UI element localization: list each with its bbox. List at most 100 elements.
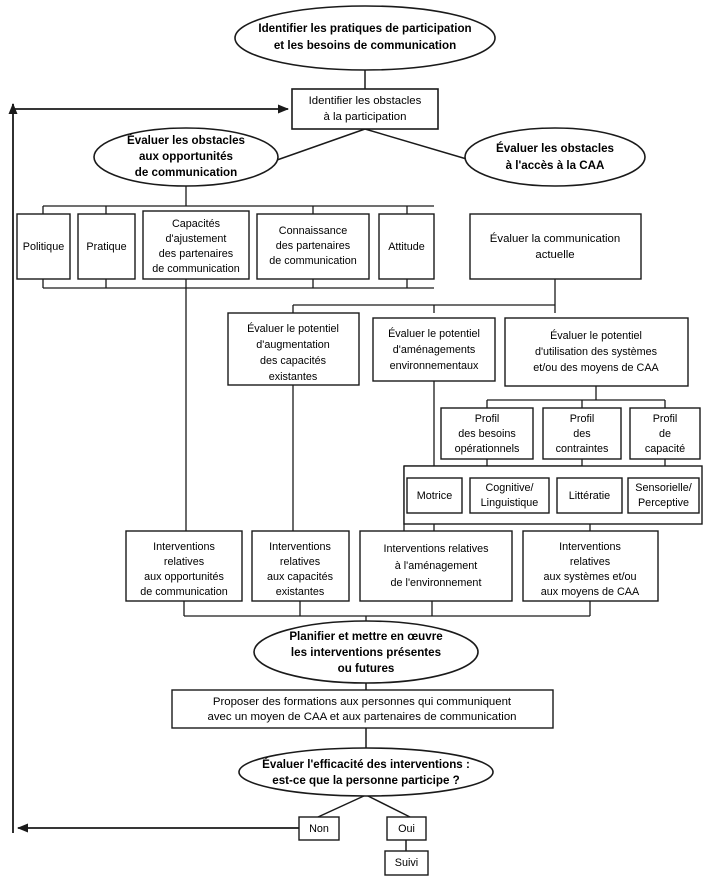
node-eval-current-line2: actuelle (535, 249, 574, 261)
node-sensorielle-line2: Perceptive (638, 497, 689, 509)
node-cognitive-line1: Cognitive/ (485, 482, 533, 494)
node-formations-line1: Proposer des formations aux personnes qu… (213, 696, 512, 708)
node-connaissance-line1: Connaissance (279, 225, 347, 237)
node-interv-opp-line1: Interventions (153, 541, 215, 553)
node-motrice: Motrice (406, 477, 463, 514)
conn-evaluer-to-oui (365, 794, 411, 818)
node-interv-cap-line4: existantes (276, 586, 325, 598)
node-profil-besoins-line1: Profil (475, 413, 500, 425)
node-pot-amen-line3: environnementaux (390, 360, 479, 372)
node-litteratie-line1: Littératie (569, 490, 610, 502)
node-pot-augm-line4: existantes (269, 371, 318, 383)
node-planifier-line3: ou futures (338, 662, 395, 675)
node-eval-comm-barriers-line3: de communication (135, 166, 237, 179)
node-cognitive-line2: Linguistique (481, 497, 539, 509)
node-capacites-line3: des partenaires (159, 248, 234, 260)
node-interv-sys-line2: relatives (570, 556, 611, 568)
node-connaissance-partenaires: Connaissance des partenaires de communic… (256, 213, 370, 280)
node-oui-line1: Oui (398, 823, 415, 835)
conn-evaluer-to-non (317, 794, 367, 818)
node-eval-current-line1: Évaluer la communication (490, 232, 620, 245)
node-interv-sys-line4: aux moyens de CAA (541, 586, 640, 598)
node-planifier-line1: Planifier et mettre en œuvre (289, 630, 443, 643)
node-profil-capacite: Profil de capacité (629, 407, 701, 460)
node-eval-aac-barriers-line2: à l'accès à la CAA (506, 159, 605, 172)
node-connaissance-line2: des partenaires (276, 240, 351, 252)
node-interv-opp-line2: relatives (164, 556, 205, 568)
node-interv-sys-line1: Interventions (559, 541, 621, 553)
node-attitude: Attitude (378, 213, 435, 280)
node-suivi-line1: Suivi (395, 857, 418, 869)
node-potentiel-augmentation: Évaluer le potentiel d'augmentation des … (227, 312, 360, 386)
node-politique-line1: Politique (23, 241, 64, 253)
node-profil-capacite-line1: Profil (653, 413, 678, 425)
connector-layer (8, 70, 666, 851)
node-profil-contraintes-line3: contraintes (556, 443, 609, 455)
node-profil-besoins-line3: opérationnels (455, 443, 520, 455)
node-eval-comm-barriers-line1: Évaluer les obstacles (127, 134, 245, 147)
node-interv-opp-line3: aux opportunités (144, 571, 224, 583)
node-sensorielle-perceptive: Sensorielle/ Perceptive (627, 477, 700, 514)
node-pot-augm-line3: des capacités (260, 355, 327, 367)
node-identify-barriers-line2: à la participation (324, 111, 407, 123)
node-interv-capacites: Interventions relatives aux capacités ex… (251, 530, 350, 602)
node-pot-amen-line2: d'aménagements (393, 344, 476, 356)
node-pot-amen-line1: Évaluer le potentiel (388, 327, 480, 340)
node-identify-barriers: Identifier les obstacles à la participat… (291, 88, 439, 130)
node-interv-environnement: Interventions relatives à l'aménagement … (359, 530, 513, 602)
node-interv-sys-line3: aux systèmes et/ou (543, 571, 636, 583)
node-interv-opportunites: Interventions relatives aux opportunités… (125, 530, 243, 602)
node-attitude-line1: Attitude (388, 241, 425, 253)
node-profil-besoins: Profil des besoins opérationnels (440, 407, 534, 460)
node-eval-aac-barriers-line1: Évaluer les obstacles (496, 142, 614, 155)
node-interv-env-line3: de l'environnement (391, 577, 482, 589)
node-profil-contraintes: Profil des contraintes (542, 407, 622, 460)
node-start-line2: et les besoins de communication (274, 39, 456, 52)
node-cognitive-linguistique: Cognitive/ Linguistique (469, 477, 550, 514)
node-profil-capacite-line2: de (659, 428, 671, 440)
node-profil-contraintes-line2: des (573, 428, 591, 440)
conn-identify-to-aac-barriers (364, 128, 471, 161)
node-interv-cap-line3: aux capacités (267, 571, 334, 583)
node-evaluer-line1: Évaluer l'efficacité des interventions : (262, 758, 470, 771)
node-identify-barriers-line1: Identifier les obstacles (309, 95, 422, 107)
node-pratique: Pratique (77, 213, 136, 280)
node-evaluer-line2: est-ce que la personne participe ? (272, 774, 460, 787)
node-non: Non (298, 816, 340, 841)
node-capacites-line1: Capacités (172, 218, 221, 230)
node-litteratie: Littératie (556, 477, 623, 514)
node-planifier-line2: les interventions présentes (291, 646, 441, 659)
node-profil-besoins-line2: des besoins (458, 428, 516, 440)
node-potentiel-utilisation: Évaluer le potentiel d'utilisation des s… (504, 317, 689, 387)
node-start-line1: Identifier les pratiques de participatio… (258, 22, 471, 35)
node-potentiel-amenagements: Évaluer le potentiel d'aménagements envi… (372, 317, 496, 382)
node-suivi: Suivi (384, 850, 429, 876)
node-non-line1: Non (309, 823, 329, 835)
node-interv-systemes: Interventions relatives aux systèmes et/… (522, 530, 659, 602)
node-interv-cap-line1: Interventions (269, 541, 331, 553)
node-oui: Oui (386, 816, 427, 841)
node-evaluer-efficacite: Évaluer l'efficacité des interventions :… (238, 747, 494, 797)
node-eval-current-comm: Évaluer la communication actuelle (469, 213, 642, 280)
node-motrice-line1: Motrice (417, 490, 452, 502)
node-start: Identifier les pratiques de participatio… (234, 5, 496, 71)
node-interv-env-line2: à l'aménagement (395, 560, 478, 572)
node-planifier: Planifier et mettre en œuvre les interve… (253, 620, 479, 684)
node-eval-comm-barriers: Évaluer les obstacles aux opportunités d… (93, 127, 279, 187)
node-interv-cap-line2: relatives (280, 556, 321, 568)
node-capacites-line4: de communication (152, 263, 240, 275)
node-eval-aac-barriers: Évaluer les obstacles à l'accès à la CAA (464, 127, 646, 187)
node-interv-opp-line4: de communication (140, 586, 228, 598)
node-formations-line2: avec un moyen de CAA et aux partenaires … (208, 711, 517, 723)
node-pot-util-line1: Évaluer le potentiel (550, 329, 642, 342)
node-connaissance-line3: de communication (269, 255, 357, 267)
node-profil-capacite-line3: capacité (645, 443, 685, 455)
node-eval-comm-barriers-line2: aux opportunités (139, 150, 233, 163)
node-pot-augm-line2: d'augmentation (256, 339, 330, 351)
node-pratique-line1: Pratique (86, 241, 126, 253)
node-capacites-ajustement: Capacités d'ajustement des partenaires d… (142, 210, 250, 280)
node-politique: Politique (16, 213, 71, 280)
node-pot-augm-line1: Évaluer le potentiel (247, 322, 339, 335)
node-pot-util-line2: d'utilisation des systèmes (535, 346, 658, 358)
